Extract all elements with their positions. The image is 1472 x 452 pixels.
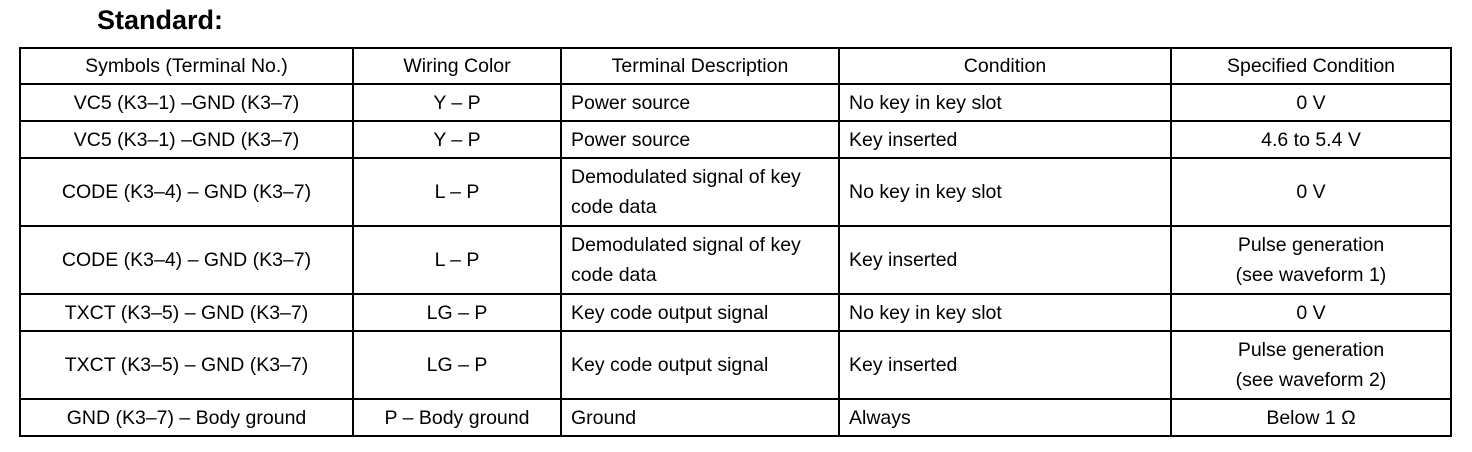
cell-specified: Pulse generation (see waveform 2)	[1170, 330, 1452, 400]
table-row: TXCT (K3–5) – GND (K3–7) LG – P Key code…	[19, 293, 1452, 332]
table-row: CODE (K3–4) – GND (K3–7) L – P Demodulat…	[19, 157, 1452, 227]
cell-specified: 0 V	[1170, 83, 1452, 122]
cell-condition: Always	[838, 398, 1172, 437]
cell-description-line: Key code output signal	[571, 301, 769, 324]
cell-specified-line: 0 V	[1296, 91, 1326, 114]
cell-specified-line: (see waveform 1)	[1235, 264, 1387, 286]
cell-symbol: TXCT (K3–5) – GND (K3–7)	[19, 330, 354, 400]
cell-condition: No key in key slot	[838, 157, 1172, 227]
cell-condition: Key inserted	[838, 120, 1172, 159]
cell-specified-line: 0 V	[1296, 301, 1326, 324]
cell-specified: 0 V	[1170, 293, 1452, 332]
cell-description-line: Key code output signal	[571, 354, 769, 376]
terminal-spec-table: Symbols (Terminal No.) Wiring Color Term…	[19, 47, 1452, 437]
header-terminal-description: Terminal Description	[560, 47, 840, 85]
cell-symbol: GND (K3–7) – Body ground	[19, 398, 354, 437]
cell-specified-line: Pulse generation	[1237, 339, 1385, 361]
cell-description-line: code data	[571, 196, 657, 218]
cell-condition: Key inserted	[838, 330, 1172, 400]
cell-symbol: CODE (K3–4) – GND (K3–7)	[19, 157, 354, 227]
section-heading: Standard:	[97, 5, 224, 35]
cell-description-line: Power source	[571, 91, 691, 114]
cell-symbol: VC5 (K3–1) –GND (K3–7)	[19, 120, 354, 159]
cell-specified: 0 V	[1170, 157, 1452, 227]
cell-description: Demodulated signal of key code data	[560, 225, 840, 295]
cell-specified: Below 1 Ω	[1170, 398, 1452, 437]
cell-wiring-color: L – P	[352, 157, 562, 227]
cell-condition: No key in key slot	[838, 293, 1172, 332]
cell-symbol: VC5 (K3–1) –GND (K3–7)	[19, 83, 354, 122]
cell-specified-line: 4.6 to 5.4 V	[1261, 128, 1361, 151]
cell-symbol: TXCT (K3–5) – GND (K3–7)	[19, 293, 354, 332]
cell-symbol: CODE (K3–4) – GND (K3–7)	[19, 225, 354, 295]
cell-wiring-color: P – Body ground	[352, 398, 562, 437]
cell-specified: 4.6 to 5.4 V	[1170, 120, 1452, 159]
header-wiring-color: Wiring Color	[352, 47, 562, 85]
cell-description-line: Power source	[571, 128, 691, 151]
cell-condition: No key in key slot	[838, 83, 1172, 122]
cell-specified: Pulse generation (see waveform 1)	[1170, 225, 1452, 295]
cell-specified-line: (see waveform 2)	[1235, 369, 1387, 391]
cell-wiring-color: LG – P	[352, 293, 562, 332]
header-condition: Condition	[838, 47, 1172, 85]
header-specified-condition: Specified Condition	[1170, 47, 1452, 85]
table-row: VC5 (K3–1) –GND (K3–7) Y – P Power sourc…	[19, 120, 1452, 159]
header-symbols: Symbols (Terminal No.)	[19, 47, 354, 85]
cell-description-line: Ground	[571, 406, 637, 429]
table-row: VC5 (K3–1) –GND (K3–7) Y – P Power sourc…	[19, 83, 1452, 122]
cell-specified-line: 0 V	[1296, 181, 1326, 203]
cell-description: Key code output signal	[560, 293, 840, 332]
cell-description-line: Demodulated signal of key	[571, 166, 801, 188]
cell-condition: Key inserted	[838, 225, 1172, 295]
cell-description-line: code data	[571, 264, 657, 286]
cell-description: Key code output signal	[560, 330, 840, 400]
table-header-row: Symbols (Terminal No.) Wiring Color Term…	[19, 47, 1452, 85]
cell-wiring-color: Y – P	[352, 120, 562, 159]
table-row: GND (K3–7) – Body ground P – Body ground…	[19, 398, 1452, 437]
cell-specified-line: Pulse generation	[1237, 234, 1385, 256]
cell-description-line: Demodulated signal of key	[571, 234, 801, 256]
table-row: TXCT (K3–5) – GND (K3–7) LG – P Key code…	[19, 330, 1452, 400]
cell-wiring-color: LG – P	[352, 330, 562, 400]
cell-description: Power source	[560, 83, 840, 122]
cell-wiring-color: Y – P	[352, 83, 562, 122]
cell-specified-line: Below 1 Ω	[1266, 406, 1356, 429]
cell-description: Demodulated signal of key code data	[560, 157, 840, 227]
cell-description: Ground	[560, 398, 840, 437]
table-row: CODE (K3–4) – GND (K3–7) L – P Demodulat…	[19, 225, 1452, 295]
cell-wiring-color: L – P	[352, 225, 562, 295]
cell-description: Power source	[560, 120, 840, 159]
